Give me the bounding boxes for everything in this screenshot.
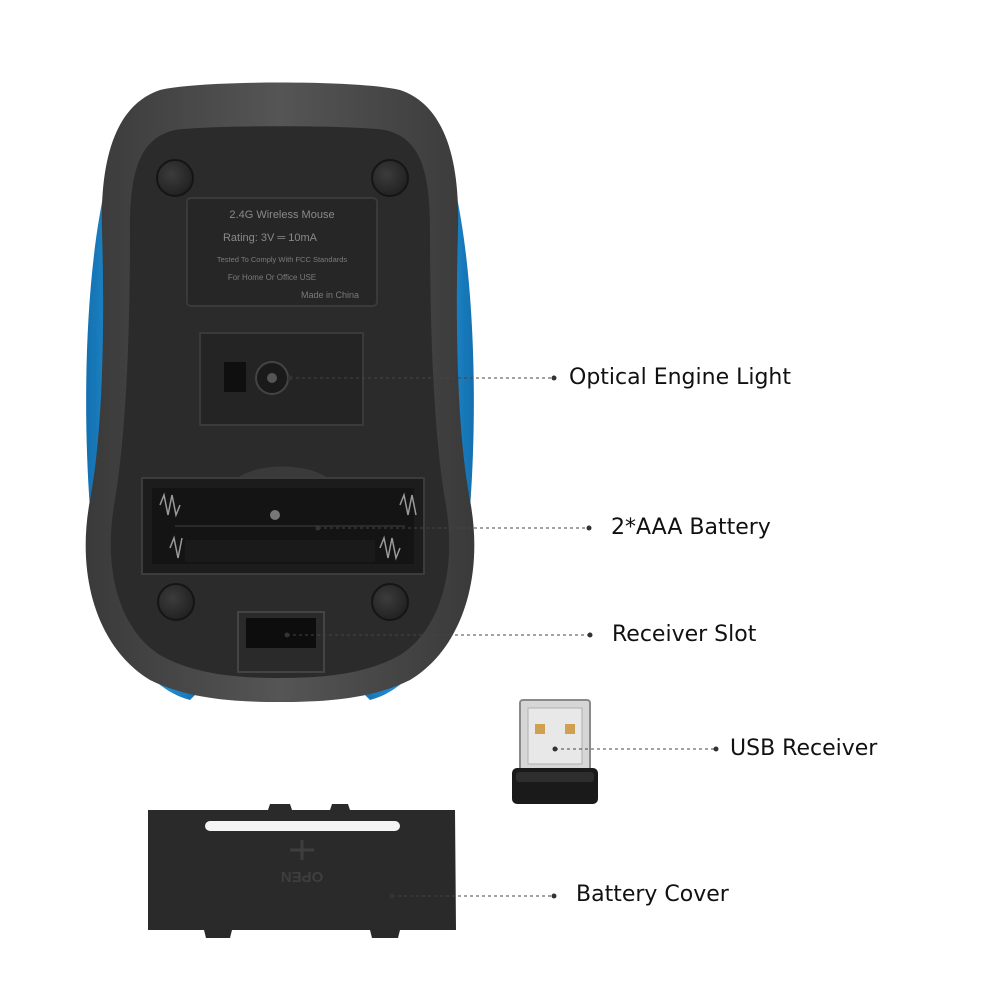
mouse-foot-top-right [371, 159, 409, 197]
spec-label-line-2: Rating: 3V ═ 10mA [223, 232, 318, 244]
battery-spring-top [159, 492, 417, 518]
spec-label-line-5: Made in China [301, 290, 359, 300]
mouse-spec-label: 2.4G Wireless Mouse Rating: 3V ═ 10mA Te… [186, 197, 378, 307]
callout-optical-engine-light: Optical Engine Light [569, 365, 791, 390]
sensor-aperture [224, 362, 246, 392]
battery-cover-embossed-text: OPEN [281, 868, 324, 885]
battery-cover-plate [148, 804, 456, 938]
callout-battery-cover: Battery Cover [576, 882, 729, 907]
spec-label-line-1: 2.4G Wireless Mouse [229, 209, 334, 221]
battery-compartment [141, 466, 425, 575]
mouse-foot-top-left [156, 159, 194, 197]
callout-receiver-slot: Receiver Slot [612, 622, 757, 647]
spec-label-line-4: For Home Or Office USE [228, 273, 316, 282]
callout-usb-receiver: USB Receiver [730, 736, 878, 761]
wireless-mouse: 2.4G Wireless Mouse Rating: 3V ═ 10mA Te… [85, 82, 475, 702]
sensor-lens-center [267, 373, 277, 383]
callout-battery: 2*AAA Battery [611, 515, 771, 540]
leader-lines [287, 377, 716, 897]
battery-cover: OPEN [148, 804, 456, 938]
usb-pin-left [535, 724, 545, 734]
receiver-slot [237, 611, 325, 673]
battery-cover-slot [205, 821, 400, 831]
receiver-slot-opening [246, 618, 316, 648]
mouse-foot-bottom-right [371, 583, 409, 621]
leader-dots [284, 375, 719, 899]
usb-receiver [512, 699, 598, 804]
mouse-foot-bottom-left [157, 583, 195, 621]
open-arrow-icon [290, 840, 314, 860]
spec-label-plate [186, 197, 378, 307]
usb-pin-right [565, 724, 575, 734]
battery-spring-bottom [169, 535, 401, 561]
optical-sensor [199, 332, 364, 426]
spec-label-line-3: Tested To Comply With FCC Standards [217, 255, 348, 264]
compartment-screw [270, 510, 280, 520]
